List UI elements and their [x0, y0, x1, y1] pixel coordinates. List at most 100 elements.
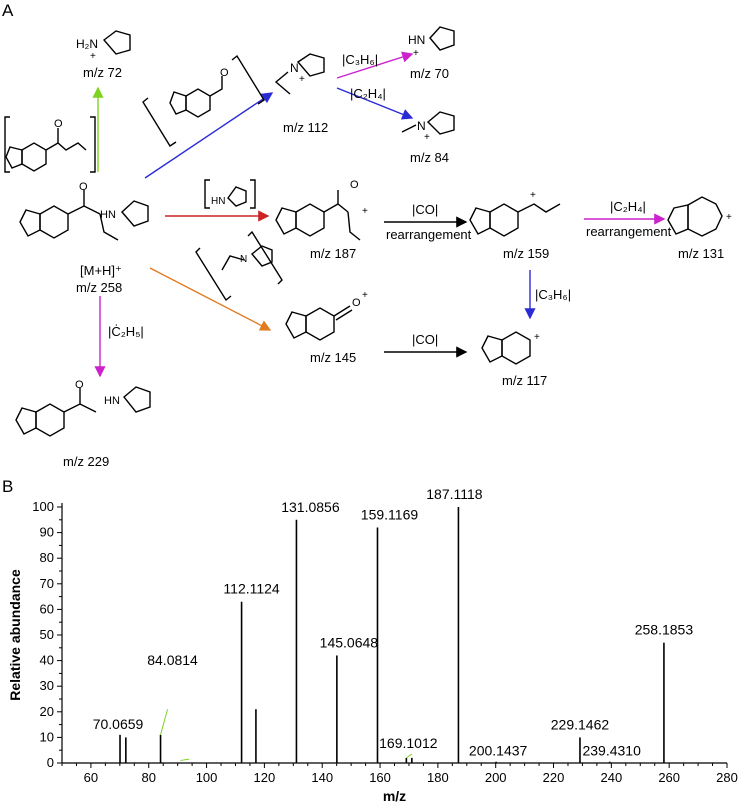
atom-label-plus: + — [413, 48, 419, 59]
loss-c2h4-to131: |C₂H₄| — [610, 199, 646, 214]
atom-label-h2n: H₂N — [76, 37, 98, 51]
neutral-fragment-vinylpyrrolidine: N — [195, 230, 283, 302]
atom-label-o: O — [350, 179, 359, 191]
y-tick-label: 80 — [40, 550, 54, 565]
rearr-to131: rearrangement — [586, 224, 672, 239]
x-tick-label: 220 — [543, 770, 565, 785]
loss-co-to159: |CO| — [412, 202, 438, 217]
peak-label: 229.1462 — [551, 716, 610, 732]
atom-label-hn: HN — [100, 209, 116, 221]
x-tick-label: 120 — [254, 770, 276, 785]
label-m145: m/z 145 — [310, 350, 356, 365]
x-tick-label: 100 — [196, 770, 218, 785]
y-tick-label: 50 — [40, 627, 54, 642]
leader-line — [180, 758, 190, 761]
loss-c2h4-to84: |C₂H₄| — [350, 86, 386, 101]
atom-label-o: O — [220, 67, 229, 79]
peak-label: 200.1437 — [469, 743, 528, 759]
x-tick-label: 180 — [427, 770, 449, 785]
atom-label-n: N — [290, 61, 299, 75]
arrow-to-m145 — [149, 267, 272, 331]
neutral-fragment-pyrrolidine: HN — [204, 179, 256, 209]
label-m117: m/z 117 — [502, 373, 547, 388]
x-tick-label: 140 — [311, 770, 333, 785]
label-m112: m/z 112 — [283, 120, 328, 135]
label-m72: m/z 72 — [83, 65, 122, 80]
atom-label-plus: + — [90, 51, 96, 62]
x-tick-label: 260 — [658, 770, 680, 785]
y-tick-label: 90 — [40, 525, 54, 540]
x-tick-label: 280 — [716, 770, 738, 785]
atom-label-plus: + — [726, 212, 732, 223]
peak-label: 159.1169 — [361, 506, 419, 522]
y-axis-label: Relative abundance — [7, 569, 23, 701]
x-tick-label: 200 — [485, 770, 507, 785]
neutral-fragment-indanone-aldehyde: O — [142, 54, 265, 147]
loss-c2h5-to229: |Ċ₂H₅| — [108, 324, 144, 339]
structure-m159: + — [469, 190, 561, 237]
label-parent-mz: m/z 258 — [76, 280, 122, 295]
loss-co-to117: |CO| — [412, 332, 438, 347]
label-m159: m/z 159 — [503, 246, 549, 261]
x-tick-label: 160 — [369, 770, 391, 785]
structure-m145: O + — [285, 290, 368, 341]
peak-label: 145.0648 — [320, 634, 379, 650]
y-tick-label: 70 — [40, 576, 54, 591]
label-parent-ion: [M+H]⁺ — [80, 263, 122, 278]
atom-label-hn: HN — [408, 33, 425, 47]
label-m229: m/z 229 — [63, 454, 109, 469]
atom-label-plus: + — [362, 206, 368, 217]
leader-line — [406, 753, 413, 759]
atom-label-hn: HN — [104, 395, 120, 407]
y-tick-label: 30 — [40, 678, 54, 693]
peak-label: 169.1012 — [379, 735, 438, 751]
structure-m72: H₂N + — [76, 30, 131, 62]
neutral-fragment-enone: O — [4, 116, 96, 173]
y-tick-label: 40 — [40, 653, 54, 668]
rearr-to159: rearrangement — [386, 227, 472, 242]
atom-label-o: O — [79, 181, 88, 193]
atom-label-o: O — [352, 297, 361, 309]
atom-label-o: O — [54, 118, 63, 130]
panel-a-label: A — [2, 1, 14, 20]
peak-label: 84.0814 — [147, 652, 198, 668]
peak-label: 70.0659 — [93, 716, 144, 732]
arrow-to-m84 — [336, 87, 414, 120]
x-axis-label: m/z — [383, 788, 406, 804]
x-tick-label: 240 — [600, 770, 622, 785]
atom-label-plus: + — [530, 190, 536, 201]
x-tick-label: 60 — [84, 770, 98, 785]
arrow-to-m112 — [144, 92, 274, 179]
structure-parent: O HN — [19, 181, 149, 241]
leader-line — [160, 709, 169, 735]
loss-c3h6-to70: |C₃H₆| — [342, 52, 378, 67]
structure-m112: N + — [274, 53, 325, 95]
atom-label-plus: + — [534, 332, 540, 343]
atom-label-plus: + — [424, 132, 430, 143]
peak-label: 239.4310 — [582, 743, 641, 759]
peak-label: 187.1118 — [426, 486, 483, 502]
atom-label-plus: + — [362, 290, 368, 301]
atom-label-n: N — [240, 254, 247, 265]
structure-m117: + — [481, 331, 540, 365]
structure-m187: O + — [275, 179, 368, 241]
structure-m70: HN + — [408, 26, 455, 59]
x-tick-label: 80 — [142, 770, 156, 785]
y-tick-label: 60 — [40, 601, 54, 616]
label-m187: m/z 187 — [310, 246, 356, 261]
peak-label: 131.0856 — [281, 499, 340, 515]
structure-m131: + — [667, 196, 732, 237]
label-m84: m/z 84 — [410, 150, 449, 165]
y-tick-label: 0 — [47, 755, 54, 770]
y-tick-label: 20 — [40, 704, 54, 719]
label-m70: m/z 70 — [410, 66, 449, 81]
y-tick-label: 100 — [32, 499, 54, 514]
arrow-to-m70 — [336, 51, 414, 79]
panel-b-label: B — [2, 477, 13, 496]
atom-label-o: O — [75, 379, 84, 391]
structure-m229: O HN — [15, 379, 151, 437]
atom-label-hn: HN — [211, 196, 225, 207]
atom-label-plus: + — [299, 74, 305, 85]
